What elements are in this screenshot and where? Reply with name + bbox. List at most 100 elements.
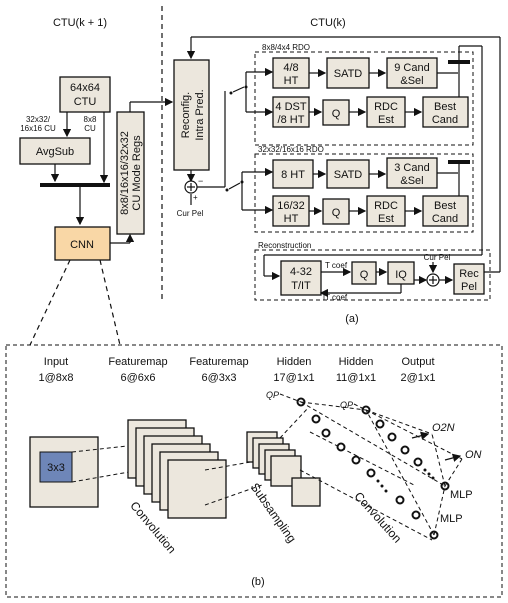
ht-16-32-block	[272, 195, 310, 227]
avgsub-block	[19, 137, 91, 165]
mlp-label-1: MLP	[450, 489, 473, 501]
header-input-name: Input	[44, 356, 68, 368]
ht-16-32-line1: 16/32	[277, 200, 305, 212]
cu-label-right-2: CU	[84, 124, 96, 133]
cu-label-left-2: 16x16 CU	[20, 124, 56, 133]
output-o2n: O2N	[432, 422, 455, 434]
satd-bot-label: SATD	[334, 169, 363, 181]
satd-top-label: SATD	[334, 68, 363, 80]
ht-8-label: 8 HT	[281, 169, 305, 181]
intra-pred-line1: Reconfig.	[180, 92, 192, 138]
kernel-label: 3x3	[47, 462, 65, 474]
it-coef-label: IT coef	[323, 293, 348, 302]
dst-ht-line2: /8 HT	[278, 114, 305, 126]
cur-pel-right: Cur Pel	[424, 253, 451, 262]
tit-block	[280, 260, 322, 296]
header-hidden2-dim: 11@1x1	[336, 372, 376, 384]
featuremap-stack-2	[246, 431, 321, 507]
mode-regs-line1: 8x8/16x16/32x32	[119, 131, 131, 215]
rdc-bot-block	[366, 195, 406, 227]
header-output-dim: 2@1x1	[400, 372, 435, 384]
cand3-line2: &Sel	[400, 175, 423, 187]
subsampling-label: Subsampling	[248, 480, 299, 545]
header-fm2-dim: 6@3x3	[201, 372, 236, 384]
tit-line1: 4-32	[290, 266, 312, 278]
caption-b: (b)	[251, 576, 264, 588]
cand9-block	[386, 57, 438, 89]
rdc-top-line2: Est	[378, 114, 394, 126]
cur-pel-left: Cur Pel	[177, 209, 204, 218]
tit-line2: T/IT	[291, 280, 311, 292]
ctu-64-block	[59, 76, 111, 113]
rec-pel-line2: Pel	[461, 281, 477, 293]
part-a: CTU(k + 1) CTU(k) 64x64 CTU 32x32/ 16x16…	[19, 6, 501, 325]
cand9-line1: 9 Cand	[394, 62, 429, 74]
best-bot-line1: Best	[434, 200, 456, 212]
satd-top-block	[326, 57, 370, 89]
part-b: Input 1@8x8 Featuremap 6@6x6 Featuremap …	[5, 344, 503, 598]
avgsub-label: AvgSub	[36, 146, 74, 158]
cand3-block	[386, 157, 438, 189]
mlp-label-2: MLP	[440, 513, 463, 525]
ht-16-32-line2: HT	[284, 213, 299, 225]
cu-label-right-1: 8x8	[84, 115, 97, 124]
dst-ht-line1: 4 DST	[275, 101, 306, 113]
cu-label-left-1: 32x32/	[26, 115, 51, 124]
ctu-64-line1: 64x64	[70, 82, 100, 94]
kernel-3x3	[39, 451, 73, 483]
ctu-k1-title: CTU(k + 1)	[53, 17, 107, 29]
header-fm1-dim: 6@6x6	[120, 372, 155, 384]
recon-label: Reconstruction	[258, 241, 311, 250]
output-on: ON	[465, 449, 482, 461]
rec-pel-line1: Rec	[459, 268, 479, 280]
ht-4-8-block	[272, 57, 310, 89]
q-top-block	[322, 99, 350, 126]
q-recon-label: Q	[360, 269, 369, 281]
header-fm2-name: Featuremap	[189, 356, 248, 368]
ht-4-8-line2: HT	[284, 75, 299, 87]
merge-bar	[40, 183, 110, 187]
rdo-bot-group	[254, 153, 474, 233]
qp-input-2: QP	[340, 400, 353, 410]
intra-pred-line2: Intra Pred.	[194, 89, 206, 140]
best-bot-block	[422, 195, 469, 227]
cnn-label: CNN	[70, 239, 94, 251]
hidden-layer-2	[361, 405, 450, 491]
rdc-bot-line2: Est	[378, 213, 394, 225]
rec-pel-block	[453, 263, 485, 295]
qp-input-1: QP	[266, 390, 279, 400]
best-bot-line2: Cand	[432, 213, 458, 225]
cnn-detail-frame	[5, 344, 503, 598]
q-recon-block	[351, 261, 377, 285]
cand3-line1: 3 Cand	[394, 162, 429, 174]
best-top-line1: Best	[434, 101, 456, 113]
recon-group	[254, 249, 491, 301]
header-hidden2-name: Hidden	[339, 356, 374, 368]
caption-a: (a)	[345, 313, 358, 325]
header-output-name: Output	[401, 356, 434, 368]
rdc-bot-line1: RDC	[374, 200, 398, 212]
svg-text:−: −	[198, 176, 203, 186]
svg-text:+: +	[193, 193, 198, 202]
dst-ht-block	[272, 96, 310, 128]
header-fm1-name: Featuremap	[108, 356, 167, 368]
q-top-label: Q	[332, 108, 341, 120]
q-bot-block	[322, 198, 350, 225]
rdo-top-group	[254, 51, 474, 146]
satd-bot-block	[326, 159, 370, 189]
rdc-top-line1: RDC	[374, 101, 398, 113]
best-top-block	[422, 96, 469, 128]
mode-regs-line2: CU Mode Regs	[131, 135, 143, 211]
cand9-line2: &Sel	[400, 75, 423, 87]
ctu-64-line2: CTU	[74, 96, 97, 108]
q-bot-label: Q	[332, 207, 341, 219]
iq-label: IQ	[395, 269, 407, 281]
ht-4-8-line1: 4/8	[283, 62, 298, 74]
rdo-bot-label: 32x32/16x16 RDO	[258, 145, 324, 154]
header-hidden1-dim: 17@1x1	[273, 372, 314, 384]
rdo-top-label: 8x8/4x4 RDO	[262, 43, 310, 52]
cnn-block	[54, 226, 111, 261]
rdc-top-block	[366, 96, 406, 128]
header-hidden1-name: Hidden	[277, 356, 312, 368]
